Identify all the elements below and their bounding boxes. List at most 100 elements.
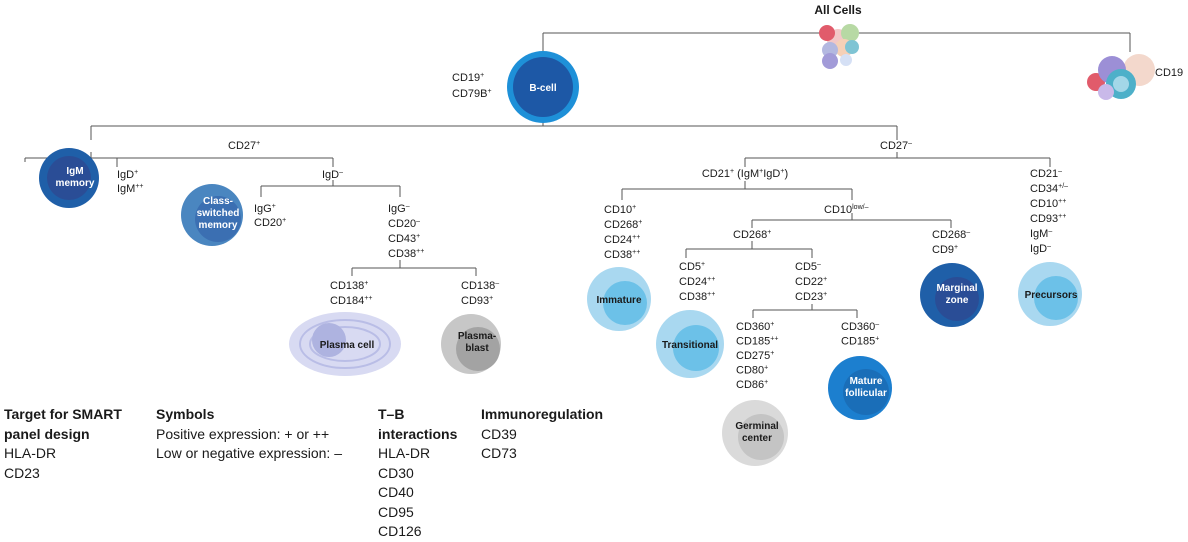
legend-symbols-item: Low or negative expression: – xyxy=(156,445,342,461)
precursor-marker: CD93++ xyxy=(1030,213,1066,225)
root-label: All Cells xyxy=(814,3,862,17)
cell-name-label: blast xyxy=(465,343,489,354)
svg-text:B-cell: B-cell xyxy=(529,83,556,94)
cd19-cluster-label: CD19 xyxy=(1155,67,1183,79)
plasma-path-marker: IgG– xyxy=(388,203,410,215)
legend-immuno-title: Immunoregulation xyxy=(481,406,604,422)
legend-target-title-1: Target for SMART xyxy=(4,406,122,422)
legend-target-item: CD23 xyxy=(4,464,40,481)
plasma-path-marker: CD43+ xyxy=(388,233,420,245)
precursor-marker: IgD– xyxy=(1030,243,1051,255)
cell-name-label: zone xyxy=(946,295,969,306)
germinal-center-marker: CD185++ xyxy=(736,336,778,348)
b-cell-marker: CD19+ xyxy=(452,72,484,84)
legend-immuno-item: CD73 xyxy=(481,445,517,461)
precursor-marker: IgM– xyxy=(1030,228,1052,240)
legend-tb-item: CD95 xyxy=(378,503,414,520)
igm-memory-marker: IgM++ xyxy=(117,183,144,195)
legend-tb: T–B interactions HLA-DR CD30 CD40 CD95 C… xyxy=(378,405,457,542)
cell-name-label: memory xyxy=(199,220,238,231)
cell-name-label: follicular xyxy=(845,388,887,399)
cell-name-label: Class- xyxy=(203,196,233,207)
legend-tb-title-2: interactions xyxy=(378,425,458,442)
cell-name-label: Plasma- xyxy=(458,331,496,342)
immature-node: Immature xyxy=(587,267,651,331)
transitional-marker: CD38++ xyxy=(679,291,715,303)
legend-target: Target for SMART panel design HLA-DR CD2… xyxy=(4,405,122,483)
immature-marker: CD10+ xyxy=(604,204,636,216)
germinal-center-marker: CD275+ xyxy=(736,350,774,362)
cd5-negative-marker: CD22+ xyxy=(795,276,827,288)
legend-tb-item: HLA-DR xyxy=(378,445,431,461)
b-cell-markers: CD19+ CD79B+ xyxy=(452,72,492,100)
germinal-center-marker: CD86+ xyxy=(736,379,768,391)
cell-name-label: Germinal xyxy=(735,421,779,432)
legend-target-item: HLA-DR xyxy=(4,445,57,461)
cd19-cluster-icon xyxy=(1087,54,1155,100)
transitional-marker: CD5+ xyxy=(679,261,705,273)
cell-name-label: Transitional xyxy=(662,340,718,351)
cell-name-label: Plasma cell xyxy=(320,340,375,351)
cell-name-label: Precursors xyxy=(1025,290,1078,301)
cd21-positive-label: CD21+ (IgM+IgD+) xyxy=(702,168,788,180)
plasmablast-marker: CD138– xyxy=(461,280,499,292)
all-cells-cluster-icon xyxy=(819,24,859,69)
transitional-marker: CD24++ xyxy=(679,276,715,288)
legend-immunoregulation: Immunoregulation CD39 CD73 xyxy=(481,405,603,464)
marginal-zone-marker: CD9+ xyxy=(932,244,958,256)
legend-tb-item: CD30 xyxy=(378,464,414,481)
germinal-center-marker: CD80+ xyxy=(736,365,768,377)
transitional-node: Transitional xyxy=(656,310,724,378)
igd-negative-label: IgD– xyxy=(322,169,343,181)
precursor-marker: CD21– xyxy=(1030,168,1062,180)
marginal-zone-marker: CD268– xyxy=(932,229,970,241)
mature-follicular-marker: CD360– xyxy=(841,321,879,333)
immature-marker: CD38++ xyxy=(604,249,640,261)
mature-follicular-marker: CD185+ xyxy=(841,336,879,348)
legend-target-title-2: panel design xyxy=(4,425,90,442)
legend-immuno-item: CD39 xyxy=(481,425,517,442)
plasma-path-marker: CD20– xyxy=(388,218,420,230)
legend-tb-title-1: T–B xyxy=(378,406,405,422)
marker-labels: CD27+ CD27– IgD+ IgM++ IgD– IgG+ CD20+ IgG– CD20… xyxy=(117,140,1068,391)
cell-name-label: memory xyxy=(56,178,95,189)
cell-name-label: Marginal xyxy=(936,283,977,294)
cell-name-label: switched xyxy=(197,208,240,219)
plasma-cell-marker: CD138+ xyxy=(330,280,368,292)
legend-symbols-title: Symbols xyxy=(156,406,215,422)
b-cell-node: B-cell xyxy=(507,51,579,123)
class-switched-marker: IgG+ xyxy=(254,203,276,215)
connector-lines xyxy=(24,32,1131,318)
cd268-positive-label: CD268+ xyxy=(733,229,771,241)
immature-marker: CD268+ xyxy=(604,219,642,231)
cell-name-label: center xyxy=(742,433,772,444)
plasma-cell-marker: CD184++ xyxy=(330,295,372,307)
cd10-low-label: CD10low/– xyxy=(824,204,869,216)
precursor-marker: CD10++ xyxy=(1030,198,1066,210)
precursors-node: Precursors xyxy=(1018,262,1082,326)
plasma-path-marker: CD38++ xyxy=(388,248,424,260)
b-cell-marker: CD79B+ xyxy=(452,88,492,100)
legend-symbols: Symbols Positive expression: + or ++ Low… xyxy=(156,405,342,464)
cd27-positive-label: CD27+ xyxy=(228,140,260,152)
class-switched-marker: CD20+ xyxy=(254,217,286,229)
plasma-cell-node: Plasma cell xyxy=(289,312,401,376)
cd5-negative-marker: CD5– xyxy=(795,261,821,273)
cell-name-label: Immature xyxy=(596,295,641,306)
immature-marker: CD24++ xyxy=(604,234,640,246)
cd5-negative-marker: CD23+ xyxy=(795,291,827,303)
cell-name-label: IgM xyxy=(66,166,83,177)
legend-symbols-item: Positive expression: + or ++ xyxy=(156,425,330,442)
precursor-marker: CD34+/– xyxy=(1030,183,1068,195)
plasmablast-marker: CD93+ xyxy=(461,295,493,307)
legend-tb-item: CD40 xyxy=(378,484,414,500)
cd27-negative-label: CD27– xyxy=(880,140,912,152)
igm-memory-marker: IgD+ xyxy=(117,169,138,181)
legend-tb-item: CD126 xyxy=(378,523,422,539)
